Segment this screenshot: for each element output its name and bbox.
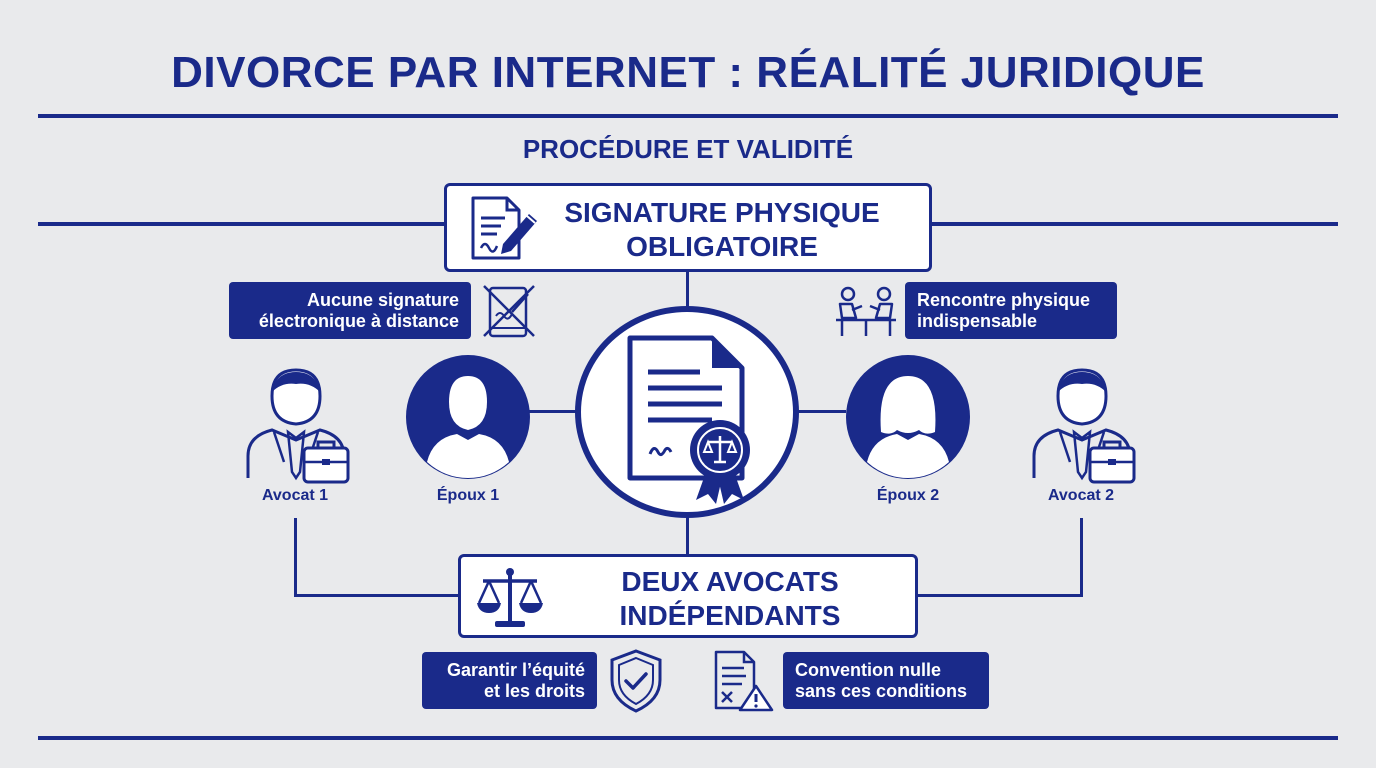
label-epoux-2: Époux 2 [876, 487, 940, 504]
connector-avocat2-across [916, 594, 1083, 597]
label-epoux-1: Époux 1 [436, 487, 500, 504]
divider-left [38, 222, 446, 226]
connector-avocat1-down [294, 518, 297, 596]
document-warning-icon [712, 648, 776, 714]
document-pen-icon [467, 194, 543, 262]
tag-physical-meeting: Rencontre physique indispensable [905, 282, 1117, 339]
label-avocat-2: Avocat 2 [1047, 487, 1115, 504]
divider-bottom [38, 736, 1338, 740]
connector-right-epoux [796, 410, 846, 413]
divider-top [38, 114, 1338, 118]
signature-box: SIGNATURE PHYSIQUE OBLIGATOIRE [444, 183, 932, 272]
lawyers-box-title: DEUX AVOCATS INDÉPENDANTS [619, 566, 841, 631]
label-avocat-1: Avocat 1 [261, 487, 329, 504]
meeting-icon [834, 284, 898, 338]
connector-avocat2-down [1080, 518, 1083, 596]
connector-left-epoux [528, 410, 578, 413]
connector-top [686, 270, 689, 310]
scales-icon [475, 565, 545, 631]
page-subtitle: PROCÉDURE ET VALIDITÉ [522, 134, 854, 164]
lawyers-box: DEUX AVOCATS INDÉPENDANTS [458, 554, 918, 638]
no-tablet-signature-icon [480, 282, 538, 340]
divider-right [930, 222, 1338, 226]
tag-no-electronic-signature: Aucune signature électronique à distance [229, 282, 471, 339]
woman-avatar-icon [845, 354, 971, 480]
tag-void-convention: Convention nulle sans ces conditions [783, 652, 989, 709]
page-title: DIVORCE PAR INTERNET : RÉALITÉ JURIDIQUE [171, 48, 1205, 97]
connector-avocat1-across [294, 594, 460, 597]
tag-equity: Garantir l’équité et les droits [422, 652, 597, 709]
shield-check-icon [608, 648, 664, 714]
connector-bottom [686, 514, 689, 556]
man-avatar-icon [405, 354, 531, 480]
certified-document-icon [622, 332, 762, 508]
lawyer-icon [244, 366, 352, 484]
signature-box-title: SIGNATURE PHYSIQUE OBLIGATOIRE [564, 197, 880, 262]
lawyer-icon [1030, 366, 1138, 484]
